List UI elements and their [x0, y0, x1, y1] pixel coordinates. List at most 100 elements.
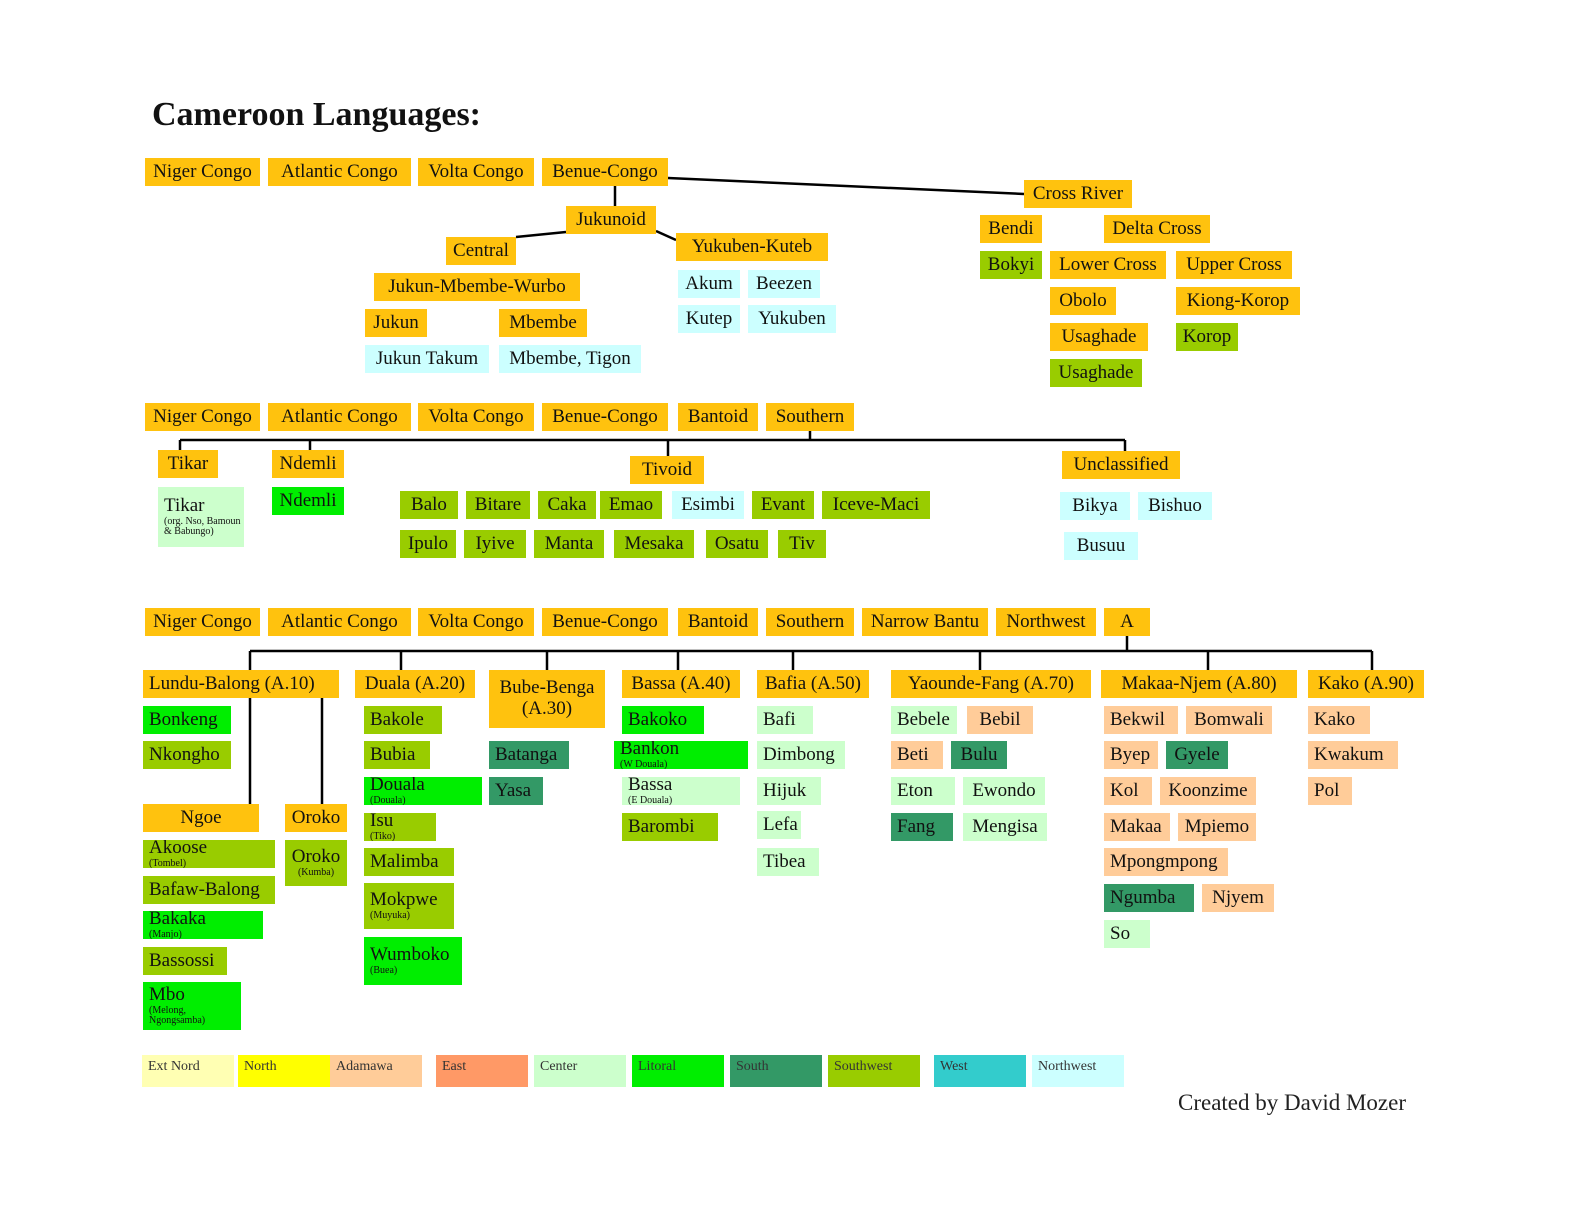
node-sublabel: (E Douala) — [628, 795, 673, 805]
node-ewondo: Ewondo — [963, 777, 1045, 805]
node-s2-balo: Balo — [400, 491, 458, 519]
node-label: Eton — [897, 779, 933, 801]
connector-line — [515, 230, 567, 239]
node-label: Ndemli — [279, 452, 337, 474]
node-label: Bubia — [370, 743, 416, 765]
node-s1-benue: Benue-Congo — [542, 158, 668, 186]
node-label: Jukun Takum — [375, 347, 479, 369]
node-a80: Makaa-Njem (A.80) — [1101, 670, 1297, 698]
node-sublabel: (Buea) — [370, 965, 398, 977]
node-s2-unclassified: Unclassified — [1062, 451, 1180, 479]
node-label: Bakole — [370, 708, 424, 730]
node-dimbong: Dimbong — [757, 741, 845, 769]
node-label: Unclassified — [1073, 453, 1169, 475]
node-sublabel: (W Douala) — [620, 759, 668, 769]
node-bekwil: Bekwil — [1104, 706, 1178, 734]
legend-east: East — [436, 1055, 528, 1087]
node-sublabel: (org. Nso, Bamoun & Babungo) — [164, 515, 241, 538]
node-a10: Lundu-Balong (A.10) — [143, 670, 339, 698]
node-sublabel: (Manjo) — [149, 929, 182, 939]
node-label: Pol — [1314, 779, 1340, 801]
node-sublabel: (Melong, Ngongsamba) — [149, 1004, 206, 1027]
node-s1-mbembe-tigon: Mbembe, Tigon — [499, 345, 641, 373]
node-label: Mesaka — [624, 532, 684, 554]
node-label: Narrow Bantu — [870, 610, 980, 632]
node-label: Bafi — [763, 708, 796, 730]
node-a20: Duala (A.20) — [355, 670, 475, 698]
node-label: Korop — [1182, 325, 1232, 347]
node-s1-akum: Akum — [678, 270, 740, 298]
node-s2-tikar: Tikar(org. Nso, Bamoun & Babungo) — [158, 487, 244, 547]
node-label: Mpongmpong — [1110, 850, 1218, 872]
node-label: Evant — [760, 493, 806, 515]
node-s2-caka: Caka — [538, 491, 596, 519]
node-label: A — [1120, 610, 1134, 632]
node-label: So — [1110, 922, 1131, 944]
node-s1-bokyi: Bokyi — [980, 251, 1042, 279]
node-label: Osatu — [714, 532, 760, 554]
node-oroko: Oroko(Kumba) — [285, 840, 347, 886]
node-label: Douala — [370, 777, 425, 796]
node-byep: Byep — [1104, 741, 1158, 769]
node-label: Njyem — [1212, 886, 1264, 908]
node-s2-atlantic: Atlantic Congo — [268, 403, 411, 431]
node-label: Niger Congo — [153, 610, 252, 632]
node-label: Upper Cross — [1186, 253, 1282, 275]
node-label: Kwakum — [1314, 743, 1384, 765]
node-label: Busuu — [1076, 534, 1126, 556]
node-kol: Kol — [1104, 777, 1152, 805]
node-s2-bitare: Bitare — [466, 491, 530, 519]
node-s1-usaghade-b: Usaghade — [1050, 359, 1142, 387]
node-label: Yasa — [495, 779, 532, 801]
node-so: So — [1104, 920, 1150, 948]
node-label: Mbembe — [509, 311, 577, 333]
node-bassa: Bassa(E Douala) — [622, 777, 740, 805]
node-label: Barombi — [628, 815, 695, 837]
node-s1-jukunoid: Jukunoid — [566, 206, 656, 234]
node-label: Jukunoid — [576, 208, 646, 230]
node-tibea: Tibea — [757, 848, 819, 876]
node-label: Benue-Congo — [552, 405, 658, 427]
node-eton: Eton — [891, 777, 955, 805]
node-label: Atlantic Congo — [281, 160, 398, 182]
node-s2-manta: Manta — [534, 530, 604, 558]
node-label: Bube-Benga (A.30) — [499, 677, 595, 719]
node-label: Bebil — [979, 708, 1021, 730]
node-s2-bantoid: Bantoid — [678, 403, 758, 431]
node-label: Akum — [685, 272, 733, 294]
node-label: Mokpwe — [370, 889, 438, 911]
node-s3-a: A — [1104, 608, 1150, 636]
node-bulu: Bulu — [951, 741, 1007, 769]
node-s2-bikya: Bikya — [1060, 492, 1130, 520]
node-label: Mbo — [149, 984, 185, 1006]
node-s1-jukun: Jukun — [365, 309, 427, 337]
node-s1-beezen: Beezen — [748, 270, 820, 298]
legend-southwest: Southwest — [828, 1055, 920, 1087]
node-label: Bokyi — [987, 253, 1035, 275]
node-beti: Beti — [891, 741, 943, 769]
node-a50: Bafia (A.50) — [757, 670, 869, 698]
node-bassossi: Bassossi — [143, 947, 227, 975]
node-pol: Pol — [1308, 777, 1352, 805]
node-label: Fang — [897, 815, 935, 837]
node-bebele: Bebele — [891, 706, 957, 734]
node-label: Lundu-Balong (A.10) — [149, 672, 315, 694]
node-a90: Kako (A.90) — [1308, 670, 1424, 698]
node-s2-benue: Benue-Congo — [542, 403, 668, 431]
node-label: Mengisa — [972, 815, 1038, 837]
node-bankon: Bankon(W Douala) — [614, 741, 748, 769]
node-mpiemo: Mpiemo — [1178, 813, 1256, 841]
node-label: Bakoko — [628, 708, 688, 730]
node-label: Benue-Congo — [552, 610, 658, 632]
node-label: Bebele — [897, 708, 950, 730]
node-label: Northwest — [1006, 610, 1086, 632]
node-batanga: Batanga — [489, 741, 569, 769]
node-mpongmpong: Mpongmpong — [1104, 848, 1228, 876]
node-label: Obolo — [1059, 289, 1107, 311]
node-label: Akoose — [149, 840, 208, 859]
node-label: Beti — [897, 743, 929, 765]
node-hijuk: Hijuk — [757, 777, 821, 805]
node-label: Bendi — [988, 217, 1034, 239]
node-label: Bassa — [628, 777, 673, 796]
node-sublabel: (Douala) — [370, 795, 406, 805]
